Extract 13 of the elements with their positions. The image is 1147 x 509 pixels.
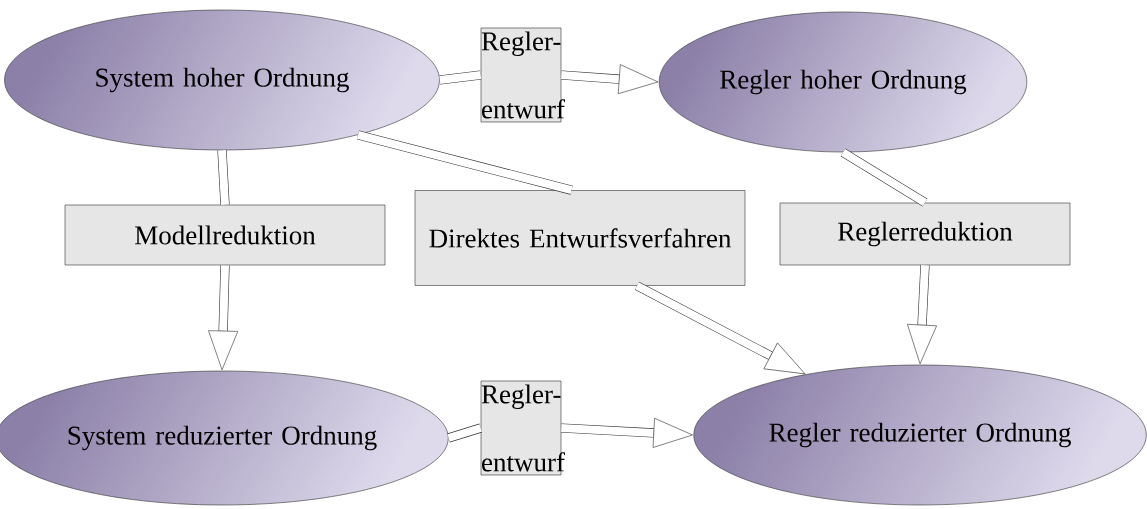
ellipse-node: Regler reduzierter Ordnung: [693, 364, 1147, 506]
label-box: Modellreduktion: [64, 204, 386, 266]
label-box: Regler- entwurf: [480, 27, 565, 123]
block-arrow: [560, 64, 659, 95]
block-arrow: [208, 265, 239, 371]
label-box: Direktes Entwurfsverfahren: [414, 190, 746, 286]
block-arrow: [907, 265, 937, 365]
block-arrow: [561, 417, 693, 448]
block-arrow: [634, 281, 806, 375]
ellipse-node: Regler hoher Ordnung: [658, 11, 1028, 153]
ellipse-node: System hoher Ordnung: [4, 9, 440, 151]
label-box: Reglerreduktion: [779, 202, 1071, 266]
label-box: Regler- entwurf: [480, 380, 565, 476]
